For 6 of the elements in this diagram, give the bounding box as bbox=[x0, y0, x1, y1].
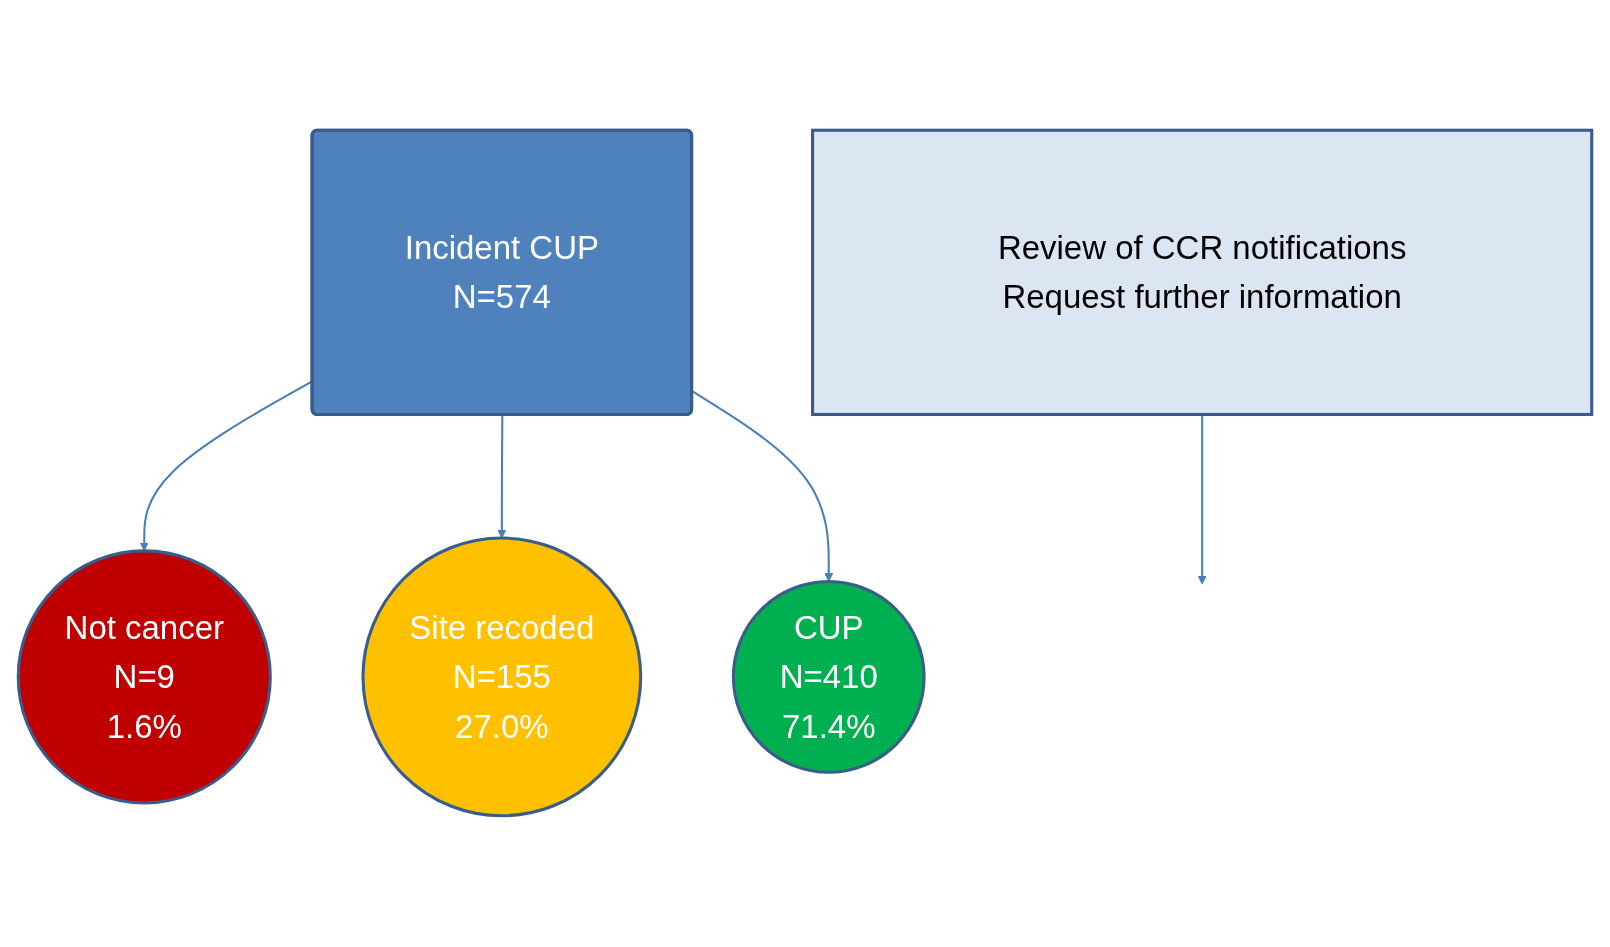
arrow bbox=[1197, 414, 1207, 586]
node-circle: Site recoded N=155 27.0% bbox=[361, 537, 643, 818]
arrow bbox=[497, 415, 507, 539]
node-box: Review of CCR notifications Request further information bbox=[811, 129, 1594, 417]
node-circle: Not cancer N=9 1.6% bbox=[16, 549, 272, 805]
node-circle: CUP N=410 71.4% bbox=[731, 580, 926, 775]
